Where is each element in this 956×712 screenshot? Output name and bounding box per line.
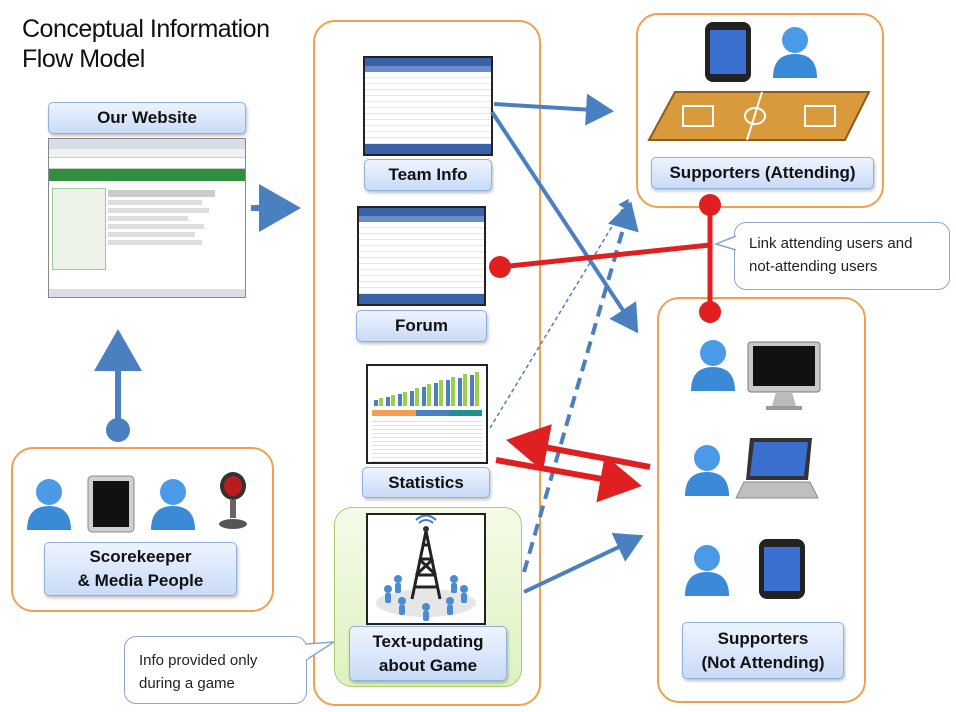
info-callout: Info provided only during a game [124, 636, 307, 704]
forum-label: Forum [356, 310, 487, 342]
team-info-screenshot [363, 56, 493, 156]
supporters-not-line-1: Supporters [717, 628, 809, 648]
user-icon [151, 479, 195, 530]
tablet-icon [87, 475, 135, 533]
supporters-not-attending-label: Supporters (Not Attending) [682, 622, 844, 679]
our-website-label: Our Website [48, 102, 246, 134]
link-callout-line-2: not-attending users [749, 258, 878, 275]
title-line-2: Flow Model [22, 45, 145, 73]
team-info-text: Team Info [388, 165, 468, 184]
user-icon [685, 445, 729, 496]
our-website-text: Our Website [97, 108, 197, 127]
info-callout-line-2: during a game [139, 675, 235, 692]
laptop-icon [735, 438, 819, 499]
text-updating-line-1: Text-updating [372, 631, 484, 651]
imac-icon [747, 341, 821, 410]
statistics-bar-chart [374, 372, 479, 406]
statistics-label: Statistics [362, 467, 490, 498]
broadcast-thumbnail [366, 513, 486, 625]
forum-screenshot [357, 206, 486, 306]
title-line-1: Conceptual Information [22, 15, 270, 43]
info-callout-line-1: Info provided only [139, 652, 258, 669]
user-icon [691, 340, 735, 391]
statistics-screenshot [366, 364, 488, 464]
info-callout-pointer [303, 641, 335, 661]
website-screenshot [48, 138, 246, 298]
link-callout-pointer [713, 235, 739, 251]
microphone-icon [219, 472, 247, 529]
smartphone-icon [759, 539, 805, 599]
text-updating-line-2: about Game [378, 655, 478, 675]
statistics-text: Statistics [388, 472, 464, 492]
smartphone-icon [705, 22, 751, 82]
user-icon [773, 27, 817, 78]
link-callout-line-1: Link attending users and [749, 235, 913, 252]
basketball-court-icon [647, 91, 871, 141]
team-info-label: Team Info [364, 159, 492, 191]
user-icon [27, 479, 71, 530]
supporters-attending-label: Supporters (Attending) [651, 157, 874, 189]
broadcast-tower-icon [376, 515, 476, 621]
text-updating-to-not-attending-arrow [523, 532, 644, 594]
supporters-attending-text: Supporters (Attending) [669, 163, 856, 182]
forum-text: Forum [395, 316, 448, 335]
user-icon [685, 545, 729, 596]
scorekeeper-line-2: & Media People [77, 571, 204, 590]
text-updating-label: Text-updating about Game [349, 626, 507, 681]
scorekeeper-label: Scorekeeper & Media People [44, 542, 237, 596]
scorekeeper-line-1: Scorekeeper [89, 547, 192, 566]
scorekeeper-to-website-arrow [94, 329, 142, 442]
diagram-title: Conceptual Information Flow Model [22, 14, 270, 74]
link-users-callout: Link attending users and not-attending u… [734, 222, 950, 290]
supporters-not-line-2: (Not Attending) [701, 652, 825, 672]
